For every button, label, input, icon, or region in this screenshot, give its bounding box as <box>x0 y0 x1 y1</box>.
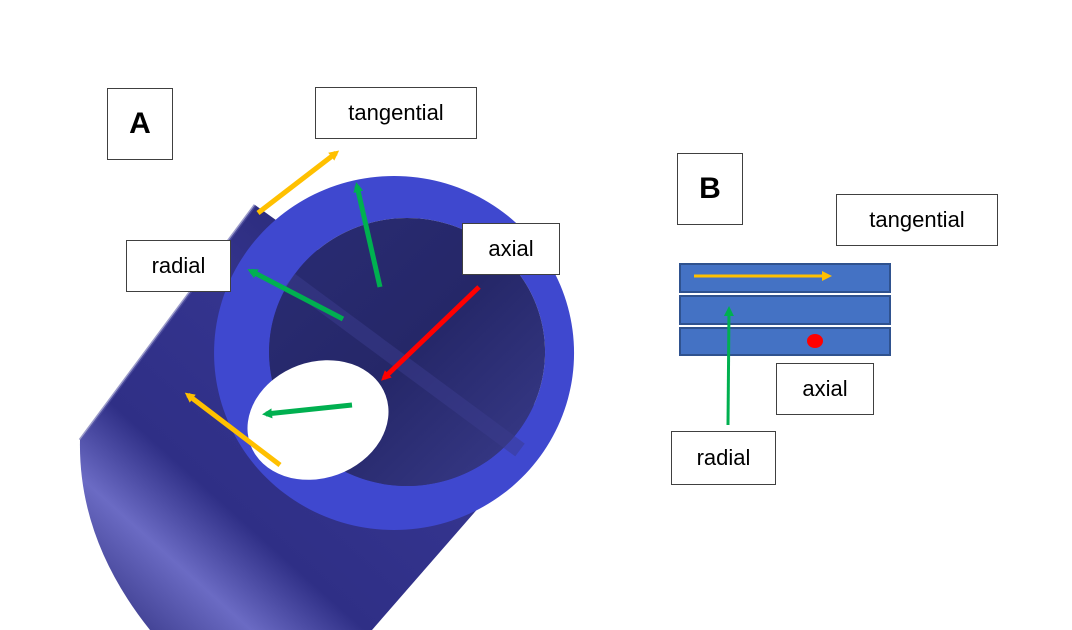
radial-arrow-lower <box>262 402 353 419</box>
tube-inner-highlight <box>285 273 525 457</box>
b-radial-arrow <box>723 306 734 426</box>
panel-a-tangential-label: tangential <box>315 87 477 139</box>
panel-b-radial-label: radial <box>671 431 776 485</box>
layer-stack <box>679 263 891 356</box>
tangential-arrow-top <box>256 150 340 215</box>
panel-b-letter: B <box>677 153 743 225</box>
radial-arrow-left <box>247 268 345 322</box>
tube-illustration <box>78 176 575 630</box>
layer-bottom <box>679 327 891 356</box>
panel-a-axial-label: axial <box>462 223 560 275</box>
axial-arrow <box>381 285 481 381</box>
tangential-arrow-bottom <box>184 392 282 467</box>
layer-top <box>679 263 891 293</box>
layer-middle <box>679 295 891 325</box>
panel-b-axial-label: axial <box>776 363 874 415</box>
tube-hole <box>247 360 389 480</box>
radial-arrow-up <box>353 182 383 288</box>
panel-b-tangential-label: tangential <box>836 194 998 246</box>
panel-a-letter: A <box>107 88 173 160</box>
panel-a-radial-label: radial <box>126 240 231 292</box>
b-axial-dot <box>807 334 823 348</box>
